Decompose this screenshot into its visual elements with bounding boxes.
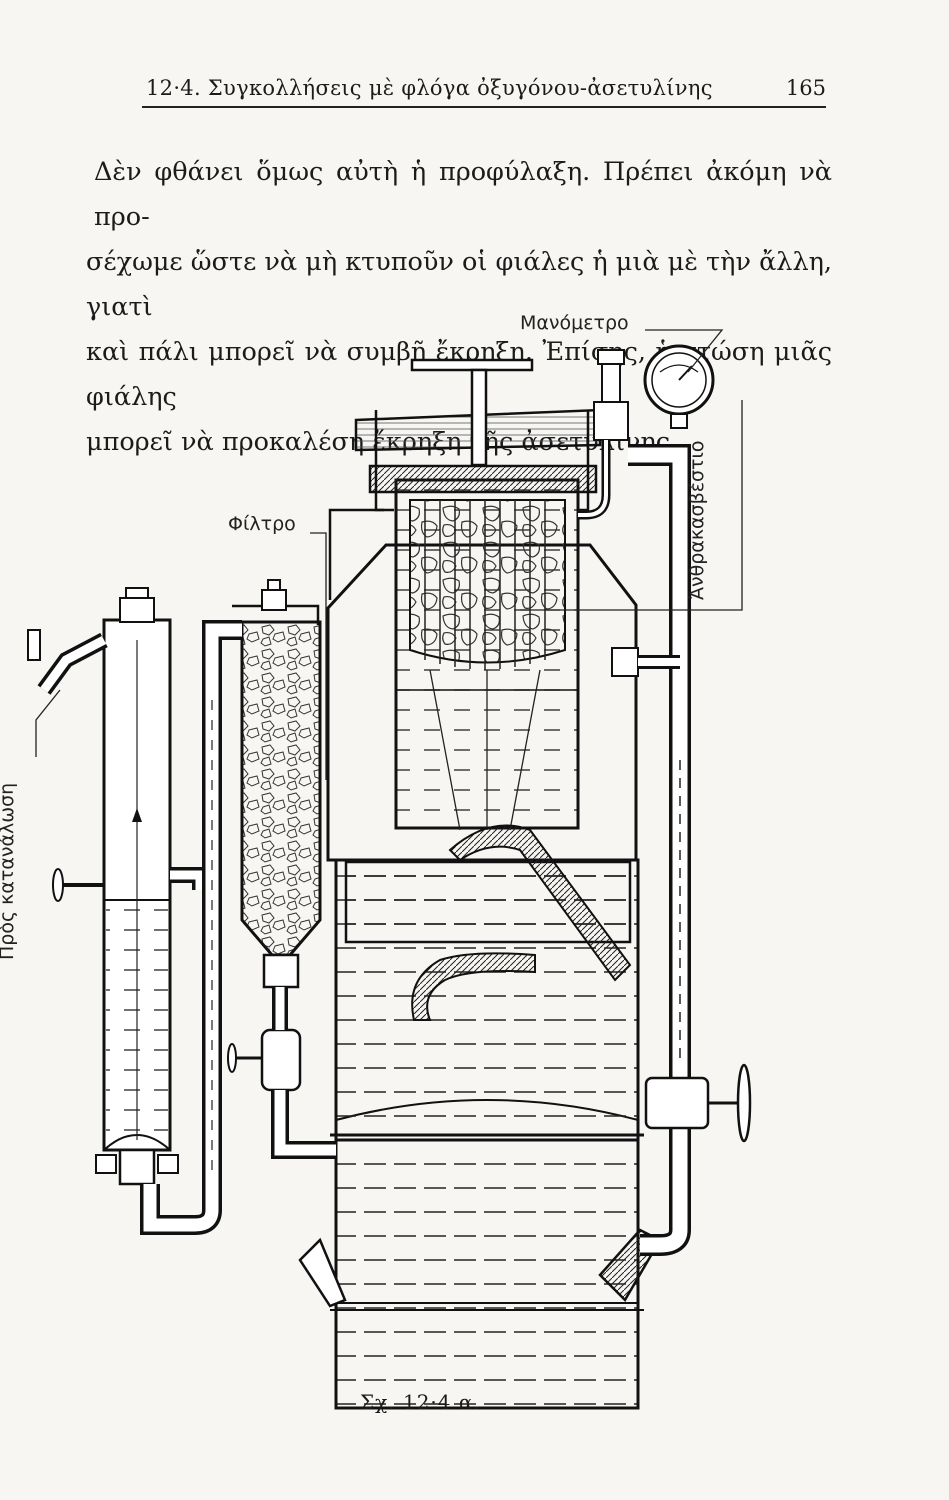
water-seal bbox=[27, 587, 242, 1235]
gas-pipe-right bbox=[611, 444, 752, 1256]
to-consumer-label: Πρὸς κατανάλωση bbox=[0, 782, 18, 960]
filter-label: Φίλτρο bbox=[228, 513, 296, 535]
manometer-label: Μανόμετρο bbox=[520, 312, 629, 334]
filter-vessel bbox=[227, 508, 384, 1159]
paragraph-line: Δὲν φθάνει ὅμως αὐτὴ ἡ προφύλαξη. Πρέπει… bbox=[94, 157, 832, 232]
figure-caption: Σχ. 12·4 α. bbox=[360, 1390, 481, 1414]
leader-lines bbox=[35, 329, 743, 780]
running-header: 12·4. Συγκολλήσεις μὲ φλόγα ὀξυγόνου-ἀσε… bbox=[142, 72, 826, 108]
pressure-gauge bbox=[643, 344, 715, 429]
header-rule bbox=[142, 106, 826, 108]
carbide-label: Ἀνθρακασβέστιο bbox=[686, 440, 708, 600]
paragraph-line: σέχωμε ὥστε νὰ μὴ κτυποῦν οἱ φιάλες ἡ μι… bbox=[86, 247, 832, 322]
section-title: 12·4. Συγκολλήσεις μὲ φλόγα ὀξυγόνου-ἀσε… bbox=[146, 76, 713, 100]
generator-tank bbox=[298, 358, 662, 1410]
page-number: 165 bbox=[785, 76, 826, 100]
safety-valve bbox=[578, 349, 629, 520]
